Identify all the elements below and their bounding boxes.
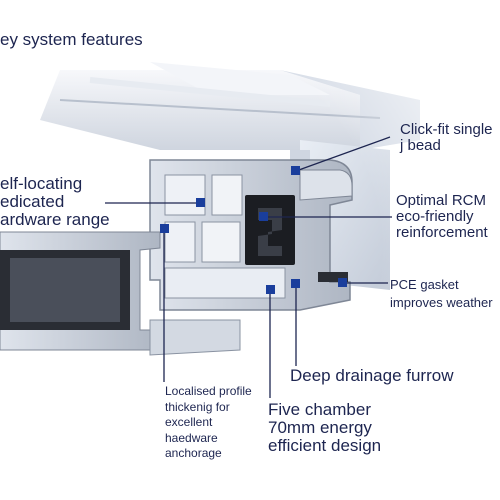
callout-line: anchorage (165, 446, 222, 461)
callout-line: j bead (400, 136, 441, 154)
callout-line: eco-friendly (396, 207, 474, 225)
callout-line: ardware range (0, 209, 110, 229)
marker-click-fit (291, 166, 300, 175)
marker-five-chamber (266, 285, 275, 294)
callout-line: excellent (165, 415, 213, 430)
callout-line: Click-fit single (400, 121, 493, 138)
callout-line: reinforcement (396, 223, 488, 241)
callout-line: thickenig for (165, 399, 230, 414)
marker-drainage (291, 279, 300, 288)
callout-line: haedware (165, 430, 218, 445)
marker-localised (160, 224, 169, 233)
callout-self-locating: elf-locating edicated ardware range (0, 175, 110, 229)
callout-line: improves weather (390, 294, 493, 310)
callout-line: efficient design (268, 435, 382, 455)
callout-line: edicated (0, 191, 65, 211)
callout-line: Optimal RCM (396, 192, 487, 209)
diagram-title: ey system features (0, 30, 143, 49)
callout-line: Deep drainage furrow (290, 366, 454, 385)
callout-line: Five chamber (268, 400, 371, 419)
callout-rcm: Optimal RCM eco-friendly reinforcement (396, 193, 488, 240)
callout-click-fit: Click-fit single j bead (400, 122, 493, 154)
marker-pce (338, 278, 347, 287)
callout-line: elf-locating (0, 174, 83, 193)
callout-line: 70mm energy (268, 417, 372, 437)
marker-self-locating (196, 198, 205, 207)
callout-localised: Localised profile thickenig for excellen… (165, 384, 252, 462)
callout-pce: PCE gasket improves weather (390, 276, 493, 311)
callout-line: PCE gasket (390, 277, 459, 292)
callout-markers (160, 166, 347, 294)
callout-five-chamber: Five chamber 70mm energy efficient desig… (268, 401, 381, 455)
callout-drainage: Deep drainage furrow (290, 367, 453, 385)
leader-lines (105, 136, 392, 398)
callout-line: Localised profile (165, 384, 252, 398)
marker-rcm (259, 212, 268, 221)
